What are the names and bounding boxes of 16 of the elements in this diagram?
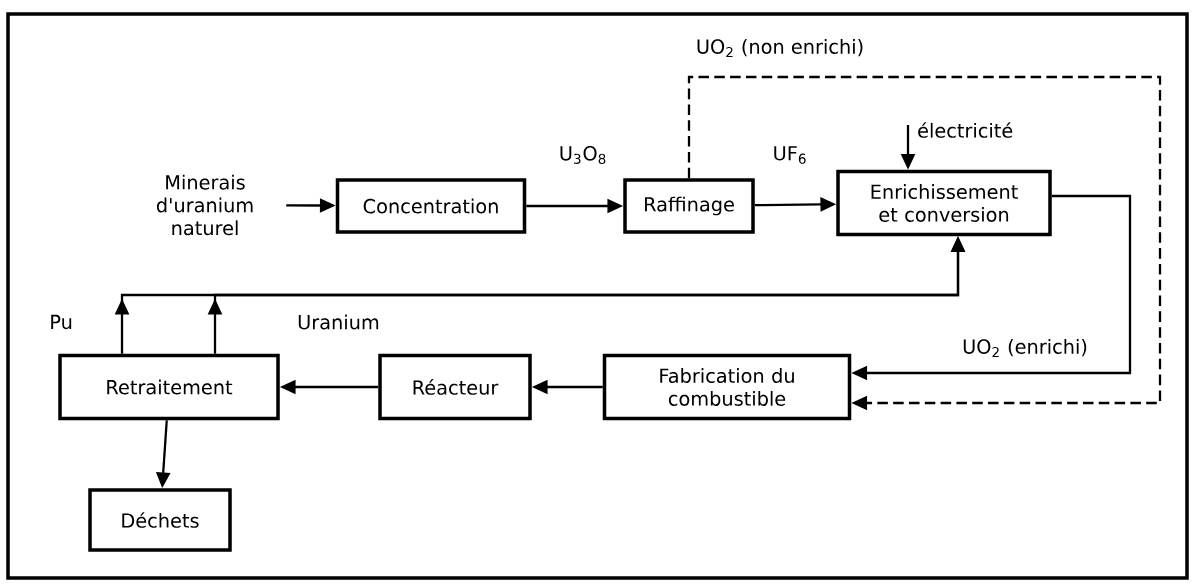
edge-label: U$_{3}$O$_{8}$ <box>557 144 609 166</box>
process-box: Enrichissement et conversion <box>836 169 1052 237</box>
process-box: Déchets <box>88 488 232 552</box>
edge-label: UF$_{6}$ <box>770 144 810 166</box>
process-box: Concentration <box>335 178 527 234</box>
arrow <box>687 75 1162 411</box>
edge-label: UO$_{2}$ (enrichi) <box>960 337 1090 359</box>
input-label: Minerais d'uranium naturel <box>156 174 253 236</box>
process-box: Fabrication du combustible <box>602 353 852 421</box>
process-box: Raffinage <box>623 178 755 234</box>
edge-label: électricité <box>915 120 1015 140</box>
edge-label: Pu <box>47 313 75 331</box>
process-box: Retraitement <box>58 353 280 421</box>
edge-label: UO$_{2}$ (non enrichi) <box>694 37 866 59</box>
edge-label: Uranium <box>295 312 382 332</box>
process-box: Réacteur <box>378 353 532 421</box>
